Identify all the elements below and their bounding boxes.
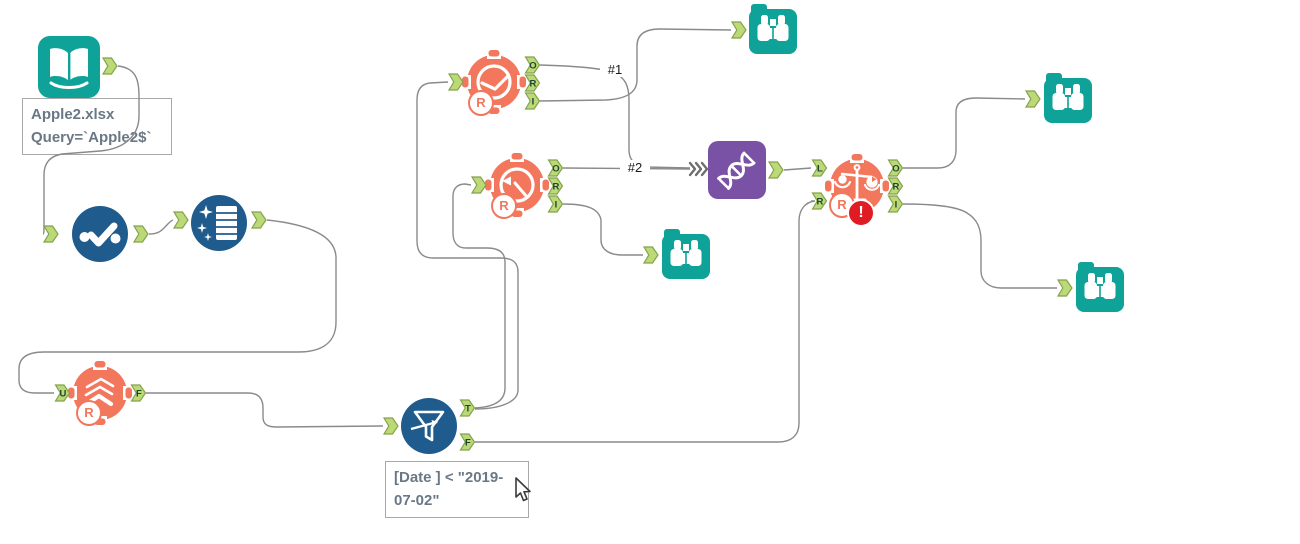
wire-select-to-cleansing[interactable]	[148, 219, 174, 235]
macro-scales-r-output-anchor[interactable]: R	[887, 177, 904, 195]
crew-macro-badge: R	[491, 193, 517, 219]
browse-right-bottom-input-anchor[interactable]	[1056, 279, 1073, 297]
annotation-line: [Date ] < "2019-	[394, 469, 504, 486]
select-output-anchor[interactable]	[132, 225, 149, 243]
union-dna-tool[interactable]	[708, 141, 766, 204]
browse-middle-tool[interactable]	[659, 227, 714, 287]
macro-clock-top-tool[interactable]	[459, 47, 529, 122]
macro-clock-bottom-input-anchor[interactable]	[470, 176, 487, 194]
macro-clock-top-o-anchor[interactable]: O	[524, 56, 541, 74]
browse-top-tool[interactable]	[746, 2, 801, 62]
wire-input-to-select[interactable]	[42, 65, 140, 235]
book-icon	[38, 36, 100, 98]
wire-filter-t-to-clock-bottom[interactable]	[452, 183, 506, 409]
svg-text:O: O	[529, 60, 536, 71]
union-multi-input-anchor[interactable]	[688, 160, 709, 178]
input-data-output-anchor[interactable]	[101, 57, 118, 75]
macro-stack-u-anchor[interactable]: U	[54, 384, 71, 402]
wire-clock-bottom-i-to-browse-middle[interactable]	[562, 203, 643, 256]
svg-text:O: O	[892, 163, 899, 174]
binoculars-icon	[1076, 262, 1124, 312]
svg-text:R: R	[529, 78, 536, 89]
input-annotation[interactable]: Apple2.xlsx Query=`Apple2$`	[22, 98, 172, 155]
wire-cleansing-to-macro-u[interactable]	[18, 219, 337, 394]
connection-label-2: #2	[620, 160, 650, 175]
mouse-cursor	[515, 477, 531, 502]
connection-label-1: #1	[600, 62, 630, 77]
check-dots-icon	[72, 206, 128, 262]
macro-clock-top-input-anchor[interactable]	[447, 73, 464, 91]
wire-filter-f-to-scales-r[interactable]	[475, 200, 816, 443]
wire-scales-o-to-browse-right-top[interactable]	[903, 97, 1026, 169]
funnel-icon	[401, 398, 457, 454]
dna-icon	[708, 141, 766, 199]
filter-true-anchor[interactable]: T	[459, 399, 476, 417]
wire-clock-top-i-to-browse-top[interactable]	[539, 28, 732, 102]
macro-clock-top-i-anchor[interactable]: I	[524, 92, 541, 110]
browse-top-input-anchor[interactable]	[730, 21, 747, 39]
macro-stack-tool[interactable]	[65, 358, 135, 433]
wire-union-to-scales-l[interactable]	[783, 167, 812, 171]
wire-filter-t-to-clock-top[interactable]	[416, 81, 519, 410]
crew-macro-badge: R	[76, 400, 102, 426]
browse-right-bottom-tool[interactable]	[1073, 260, 1128, 320]
annotation-line: 07-02"	[394, 492, 440, 510]
macro-clock-bottom-tool[interactable]	[482, 150, 552, 225]
wire-scales-i-to-browse-right-bottom[interactable]	[902, 203, 1057, 289]
filter-tool[interactable]	[400, 397, 458, 460]
macro-scales-o-anchor[interactable]: O	[887, 159, 904, 177]
union-output-anchor[interactable]	[767, 161, 784, 179]
annotation-line: Query=`Apple2$`	[31, 129, 152, 147]
svg-text:R: R	[552, 181, 559, 192]
macro-scales-l-anchor[interactable]: L	[811, 159, 828, 177]
macro-clock-bottom-o-anchor[interactable]: O	[547, 159, 564, 177]
data-cleansing-output-anchor[interactable]	[250, 211, 267, 229]
macro-clock-bottom-r-anchor[interactable]: R	[547, 177, 564, 195]
macro-stack-f-anchor[interactable]: F	[130, 384, 147, 402]
select-tool[interactable]	[71, 205, 129, 268]
svg-text:R: R	[816, 196, 823, 207]
binoculars-icon	[662, 229, 710, 279]
filter-input-anchor[interactable]	[382, 417, 399, 435]
svg-text:I: I	[895, 199, 898, 210]
macro-scales-r-input-anchor[interactable]: R	[811, 192, 828, 210]
svg-text:I: I	[555, 199, 558, 210]
macro-clock-top-r-anchor[interactable]: R	[524, 74, 541, 92]
macro-clock-bottom-i-anchor[interactable]: I	[547, 195, 564, 213]
input-data-tool[interactable]	[38, 36, 100, 103]
svg-text:L: L	[817, 163, 823, 174]
svg-text:R: R	[892, 181, 899, 192]
svg-text:F: F	[136, 388, 142, 399]
filter-false-anchor[interactable]: F	[459, 433, 476, 451]
svg-text:U: U	[59, 388, 66, 399]
select-input-anchor[interactable]	[42, 225, 59, 243]
svg-text:I: I	[532, 96, 535, 107]
macro-scales-i-anchor[interactable]: I	[887, 195, 904, 213]
sparkle-table-icon	[191, 195, 247, 251]
data-cleansing-tool[interactable]	[190, 194, 248, 257]
annotation-line: Apple2.xlsx	[31, 106, 115, 123]
binoculars-icon	[1044, 73, 1092, 123]
browse-middle-input-anchor[interactable]	[642, 246, 659, 264]
crew-macro-badge: R	[468, 90, 494, 116]
svg-text:T: T	[465, 403, 471, 414]
error-badge[interactable]: !	[847, 199, 875, 227]
svg-text:O: O	[552, 163, 559, 174]
binoculars-icon	[749, 4, 797, 54]
browse-right-top-tool[interactable]	[1041, 71, 1096, 131]
wire-clock-top-o-to-union[interactable]	[539, 64, 691, 169]
svg-text:F: F	[465, 437, 471, 448]
wire-macro-f-to-filter[interactable]	[146, 392, 384, 428]
browse-right-top-input-anchor[interactable]	[1024, 90, 1041, 108]
data-cleansing-input-anchor[interactable]	[172, 211, 189, 229]
